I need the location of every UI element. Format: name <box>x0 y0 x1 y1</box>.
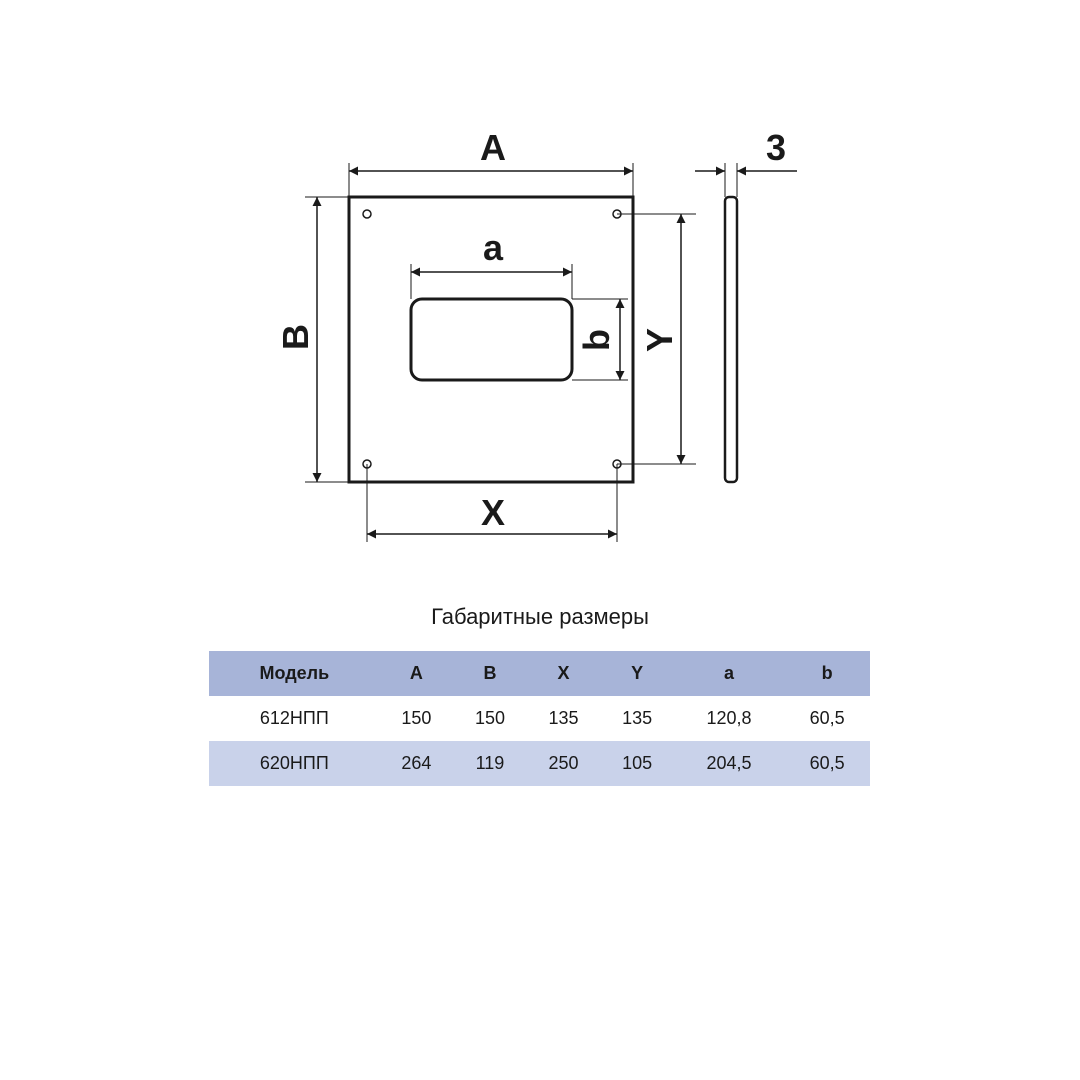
dimension-drawing: A a X 3 B b Y <box>275 127 797 542</box>
dimensions-table: Модель A B X Y a b 612НПП 150 150 135 13… <box>209 651 870 786</box>
cell: 60,5 <box>784 741 870 786</box>
table-row: 620НПП 264 119 250 105 204,5 60,5 <box>209 741 870 786</box>
cell: 204,5 <box>673 741 785 786</box>
side-view <box>723 195 739 484</box>
cell: 120,8 <box>706 708 752 728</box>
cell: 119 <box>453 741 527 786</box>
label-Y: Y <box>639 328 680 352</box>
cell-model: 620НПП <box>209 741 380 786</box>
table-row: 612НПП 150 150 135 135 120,8 60,5 <box>209 696 870 741</box>
cell: 150 <box>401 708 432 728</box>
cell: 105 <box>600 741 674 786</box>
header-b: b <box>784 651 870 696</box>
label-B: B <box>275 324 316 350</box>
header-A: A <box>379 651 454 696</box>
duct-opening <box>409 297 574 382</box>
header-model: Модель <box>209 651 380 696</box>
cell: 60,5 <box>809 708 845 728</box>
header-Y: Y <box>600 651 674 696</box>
cell: 264 <box>379 741 454 786</box>
table-header-row: Модель A B X Y a b <box>209 651 870 696</box>
table-title: Габаритные размеры <box>431 604 649 629</box>
cell: 135 <box>622 708 653 728</box>
cell: 250 <box>526 741 601 786</box>
cell-model: 612НПП <box>259 708 329 728</box>
cell: 150 <box>474 708 505 728</box>
plate-outline <box>347 195 635 484</box>
cell: 135 <box>548 708 579 728</box>
label-X: X <box>481 492 505 533</box>
label-a: a <box>483 227 504 268</box>
label-b: b <box>576 329 617 351</box>
header-X: X <box>526 651 601 696</box>
header-B: B <box>453 651 527 696</box>
header-a: a <box>673 651 785 696</box>
label-A: A <box>480 127 506 168</box>
label-3: 3 <box>766 127 786 168</box>
